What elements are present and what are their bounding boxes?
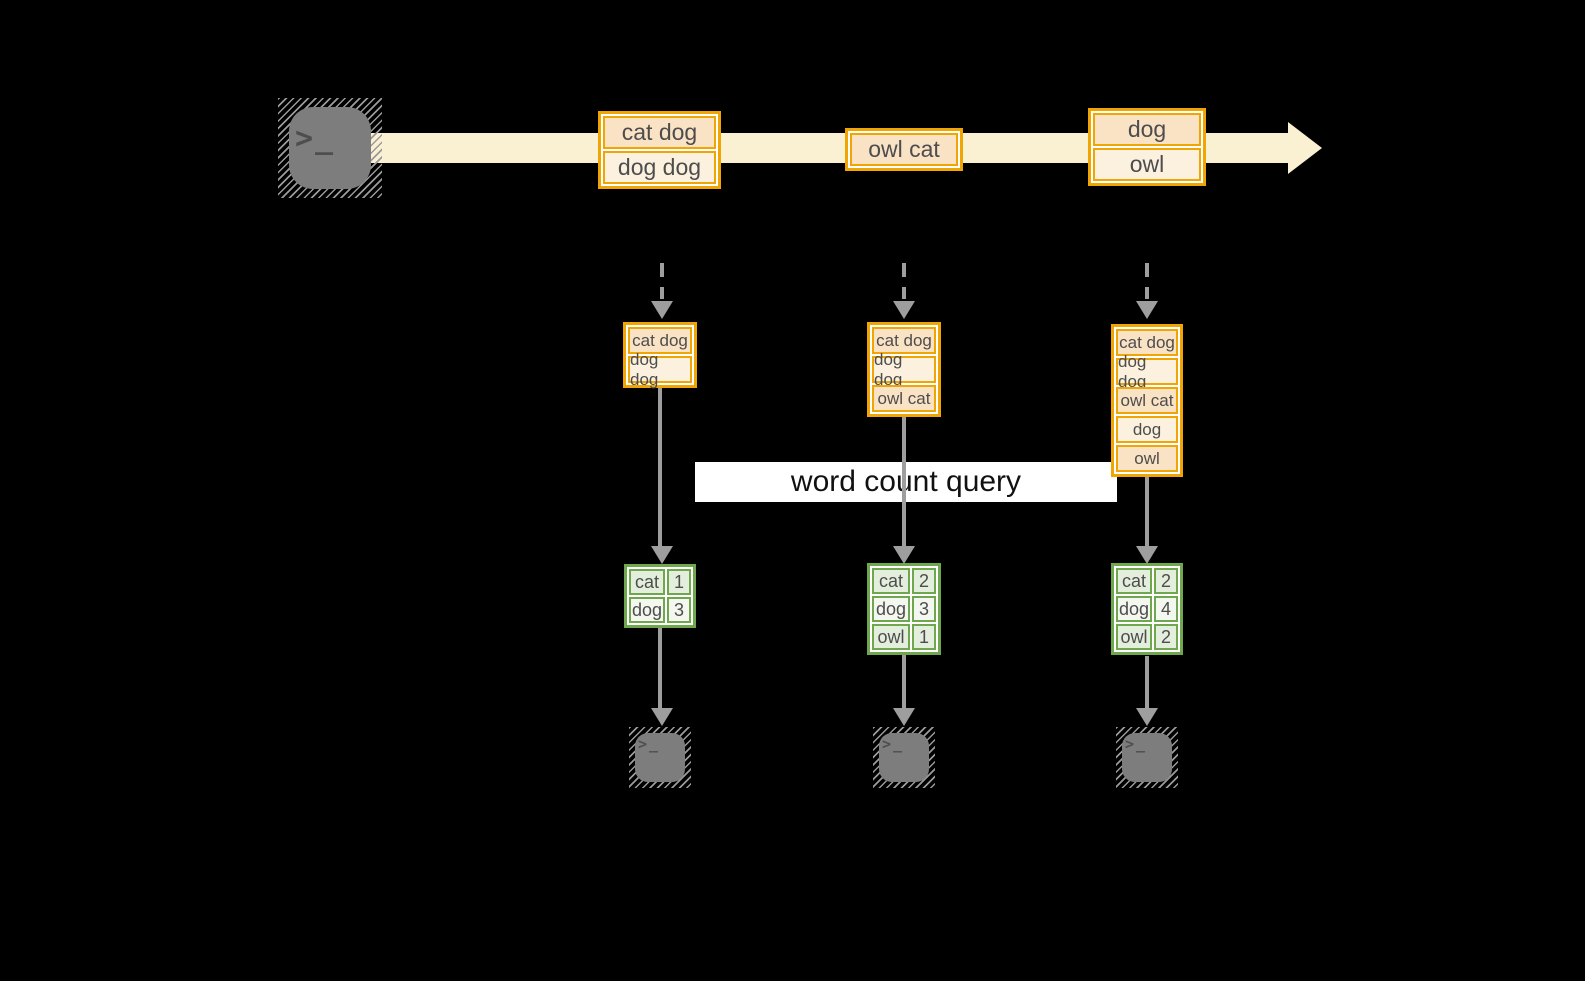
stream-event: dog dog	[603, 151, 716, 184]
ingest-arrowhead-icon	[893, 301, 915, 319]
terminal-prompt-icon: >_	[882, 735, 905, 753]
count-word: dog	[629, 597, 665, 623]
sink-terminal-icon: >_	[629, 727, 691, 788]
sink-arrow-line	[1145, 656, 1149, 710]
stream-event: owl	[1093, 148, 1201, 181]
sink-arrowhead-icon	[651, 708, 673, 726]
terminal-prompt-icon: >_	[295, 121, 336, 156]
count-value: 4	[1154, 596, 1178, 622]
buffer-row: dog dog	[628, 350, 692, 389]
stream-event-box-1: cat dog dog dog	[598, 111, 721, 189]
stream-event-box-2: owl cat	[845, 128, 963, 171]
buffer-row: owl cat	[872, 385, 936, 412]
query-arrow-line	[658, 388, 662, 548]
buffer-row: cat dog	[872, 327, 936, 354]
count-word: dog	[872, 596, 910, 622]
buffer-row: dog dog	[872, 350, 936, 389]
count-value: 3	[912, 596, 936, 622]
count-word: cat	[1116, 568, 1152, 594]
count-table-1: cat 1 dog 3	[624, 564, 696, 628]
count-value: 1	[912, 624, 936, 650]
buffer-row: owl cat	[1116, 387, 1178, 414]
count-value: 2	[1154, 568, 1178, 594]
buffer-row: cat dog	[1116, 329, 1178, 356]
ingest-arrowhead-icon	[1136, 301, 1158, 319]
count-table-3: cat 2 dog 4 owl 2	[1111, 563, 1183, 655]
stream-event: cat dog	[603, 116, 716, 149]
buffer-row: cat dog	[628, 327, 692, 354]
buffer-row: dog	[1116, 416, 1178, 443]
ingest-arrow-line	[660, 263, 664, 299]
count-word: owl	[1116, 624, 1152, 650]
ingest-arrow-line	[902, 263, 906, 299]
count-word: cat	[629, 569, 665, 595]
query-label: word count query	[695, 462, 1117, 502]
count-value: 2	[1154, 624, 1178, 650]
count-table-2: cat 2 dog 3 owl 1	[867, 563, 941, 655]
stream-event-box-3: dog owl	[1088, 108, 1206, 186]
count-word: cat	[872, 568, 910, 594]
count-value: 2	[912, 568, 936, 594]
terminal-screen	[1122, 733, 1172, 782]
count-value: 3	[667, 597, 691, 623]
count-word: owl	[872, 624, 910, 650]
sink-terminal-icon: >_	[873, 727, 935, 788]
ingest-arrowhead-icon	[651, 301, 673, 319]
event-buffer-3: cat dog dog dog owl cat dog owl	[1111, 324, 1183, 477]
terminal-screen	[879, 733, 929, 782]
sink-arrow-line	[902, 655, 906, 710]
event-buffer-1: cat dog dog dog	[623, 322, 697, 389]
terminal-screen	[289, 107, 371, 189]
count-value: 1	[667, 569, 691, 595]
stream-event: owl cat	[850, 133, 958, 166]
query-arrowhead-icon	[893, 546, 915, 564]
query-arrowhead-icon	[651, 546, 673, 564]
stream-arrowhead-icon	[1288, 122, 1322, 174]
sink-arrowhead-icon	[893, 708, 915, 726]
query-arrow-line	[902, 417, 906, 548]
event-buffer-2: cat dog dog dog owl cat	[867, 322, 941, 417]
source-terminal-icon: >_	[278, 98, 382, 198]
terminal-prompt-icon: >_	[1125, 735, 1148, 753]
query-arrowhead-icon	[1136, 546, 1158, 564]
query-arrow-line	[1145, 477, 1149, 548]
count-word: dog	[1116, 596, 1152, 622]
sink-arrow-line	[658, 628, 662, 710]
terminal-prompt-icon: >_	[638, 735, 661, 753]
buffer-row: dog dog	[1116, 352, 1178, 391]
buffer-row: owl	[1116, 445, 1178, 472]
stream-event: dog	[1093, 113, 1201, 146]
sink-terminal-icon: >_	[1116, 727, 1178, 788]
sink-arrowhead-icon	[1136, 708, 1158, 726]
terminal-screen	[635, 733, 685, 782]
ingest-arrow-line	[1145, 263, 1149, 299]
